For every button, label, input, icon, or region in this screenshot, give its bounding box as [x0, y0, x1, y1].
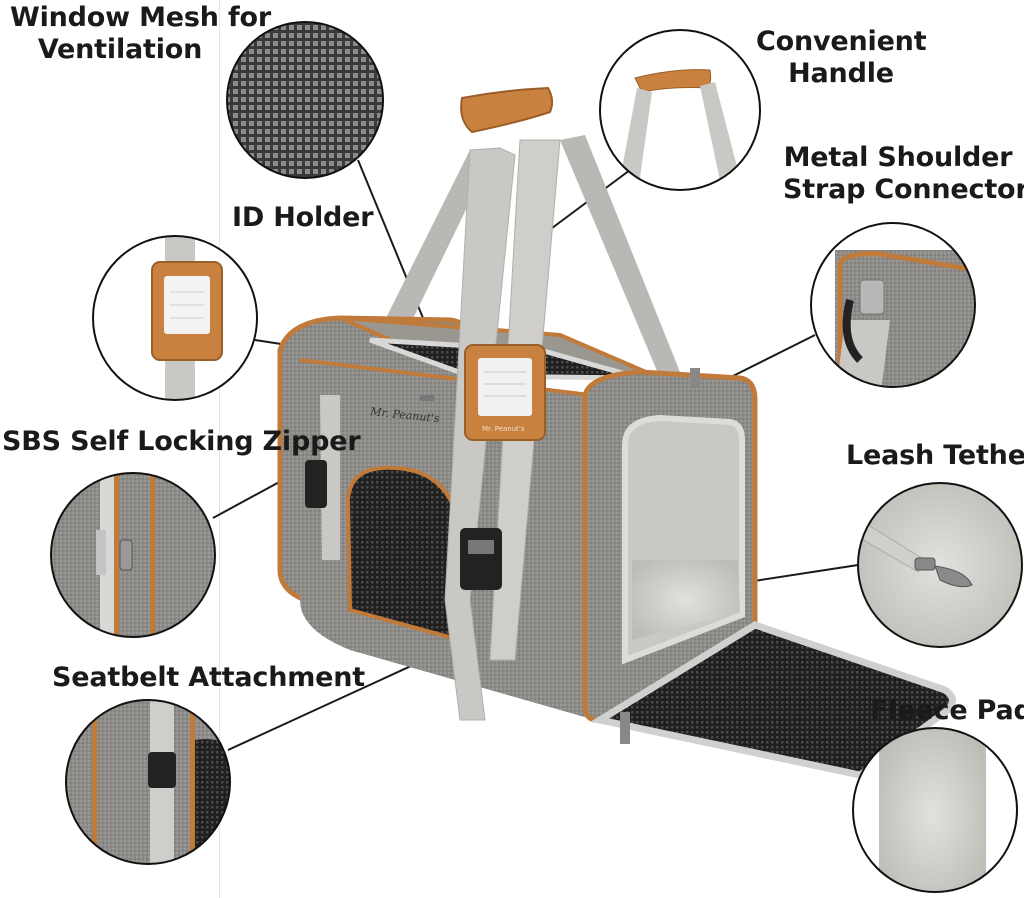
label-seatbelt: Seatbelt Attachment	[52, 662, 366, 693]
label-id-holder: ID Holder	[232, 202, 374, 233]
mesh-detail-circle	[226, 21, 384, 179]
leash-tether-detail-circle	[857, 482, 1023, 648]
label-window-mesh: Window Mesh for Ventilation	[10, 2, 271, 66]
label-convenient-handle: Convenient Handle	[756, 26, 927, 90]
handle-detail-circle	[599, 29, 761, 191]
label-shoulder-line2: Strap Connector	[783, 174, 1024, 205]
label-window-mesh-line1: Window Mesh for	[10, 2, 271, 33]
pet-carrier-bag	[277, 86, 956, 779]
label-window-mesh-line2: Ventilation	[37, 34, 203, 65]
label-sbs-zipper: SBS Self Locking Zipper	[2, 426, 361, 457]
label-fleece-pad: Fleece Pad	[870, 695, 1024, 726]
divider-line	[219, 0, 220, 898]
label-metal-shoulder: Metal Shoulder Strap Connector	[783, 142, 1024, 206]
fleece-pad-detail-circle	[852, 727, 1018, 893]
label-handle-line2: Handle	[788, 58, 894, 89]
id-holder-detail-circle	[92, 235, 258, 401]
zipper-detail-circle	[50, 472, 216, 638]
brand-tag-text: Mr. Peanut's	[482, 425, 525, 433]
label-shoulder-line1: Metal Shoulder	[783, 142, 1013, 173]
label-handle-line1: Convenient	[756, 26, 927, 57]
seatbelt-detail-circle	[65, 699, 231, 865]
label-leash-tether: Leash Tether	[846, 440, 1024, 471]
shoulder-connector-detail-circle	[810, 222, 976, 388]
